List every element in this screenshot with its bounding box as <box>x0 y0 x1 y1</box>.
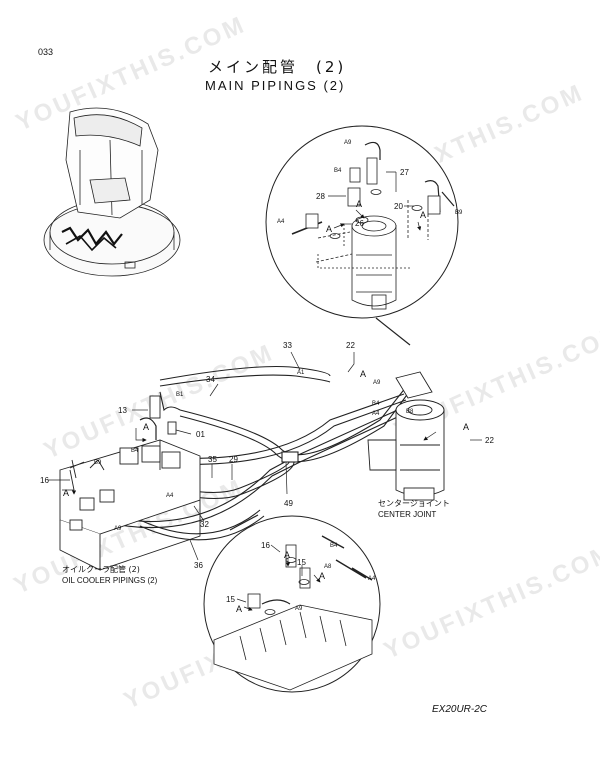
callout-26: 26 <box>355 219 364 228</box>
callout-34: 34 <box>206 375 215 384</box>
callout-49: 49 <box>284 499 293 508</box>
port-tag: A4 <box>277 219 285 225</box>
callout-35: 35 <box>208 455 217 464</box>
port-tag: A4 <box>368 576 376 582</box>
arrow-letter: A <box>236 604 242 614</box>
port-tag: A9 <box>373 380 381 386</box>
arrow-letter: A <box>326 224 332 234</box>
center-joint-label: CENTER JOINT <box>378 510 437 519</box>
callout-22: 22 <box>485 436 494 445</box>
excavator-overview <box>43 107 181 277</box>
callout-22: 22 <box>346 341 355 350</box>
leader-lines <box>48 171 482 611</box>
arrow-letter: A <box>319 571 325 581</box>
oil-cooler-detail <box>203 514 381 693</box>
arrow-letters: A A A A A A A A A A <box>63 199 469 614</box>
center-joint-detail <box>265 125 459 346</box>
page-number: 033 <box>38 47 54 57</box>
port-tag: A9 <box>344 140 352 146</box>
port-tag: B9 <box>455 210 463 216</box>
callouts: 33 22 34 13 01 35 29 16 49 32 36 22 27 2… <box>40 168 494 604</box>
arrow-letter: A <box>356 199 362 209</box>
port-tag: B4 <box>330 543 338 549</box>
port-tag: B4 <box>372 401 380 407</box>
port-tag: A1 <box>297 370 305 376</box>
port-tag: A9 <box>295 606 303 612</box>
callout-15: 15 <box>297 558 306 567</box>
center-joint-label-jp: センタージョイント <box>378 499 450 508</box>
callout-28: 28 <box>316 192 325 201</box>
callout-16: 16 <box>40 476 49 485</box>
port-tag: B8 <box>406 409 414 415</box>
model-code: EX20UR-2C <box>432 704 488 715</box>
callout-27: 27 <box>400 168 409 177</box>
control-valve <box>59 395 201 571</box>
port-tag: A4 <box>372 411 380 417</box>
callout-20: 20 <box>394 202 403 211</box>
port-tag: A8 <box>324 564 332 570</box>
arrow-letter: A <box>360 369 366 379</box>
callout-15: 15 <box>226 595 235 604</box>
port-tag: B9 <box>94 460 102 466</box>
callout-36: 36 <box>194 561 203 570</box>
center-joint <box>367 371 445 501</box>
port-tag: B4 <box>334 168 342 174</box>
arrow-letter: A <box>463 422 469 432</box>
arrow-letter: A <box>63 488 69 498</box>
callout-29: 29 <box>229 455 238 464</box>
arrow-letter: A <box>420 210 426 220</box>
port-tags: A9 B4 A4 B9 A1 A9 B4 B8 A4 B1 B4 B9 A4 A… <box>94 140 463 612</box>
arrow-letter: A <box>143 422 149 432</box>
port-tag: A9 <box>114 526 122 532</box>
port-tag: A4 <box>166 493 174 499</box>
callout-01: 01 <box>196 430 205 439</box>
port-tag: B4 <box>131 448 139 454</box>
port-tag: B1 <box>176 392 184 398</box>
callout-13: 13 <box>118 406 127 415</box>
oil-cooler-label-jp: オイルクーラ配管 (2) <box>62 565 140 574</box>
oil-cooler-label: OIL COOLER PIPINGS (2) <box>62 576 158 585</box>
callout-32: 32 <box>200 520 209 529</box>
page-title-jp: メイン配管 (2) <box>208 58 347 76</box>
arrow-letter: A <box>284 550 290 560</box>
callout-16: 16 <box>261 541 270 550</box>
page-title: MAIN PIPINGS (2) <box>205 78 346 93</box>
callout-33: 33 <box>283 341 292 350</box>
